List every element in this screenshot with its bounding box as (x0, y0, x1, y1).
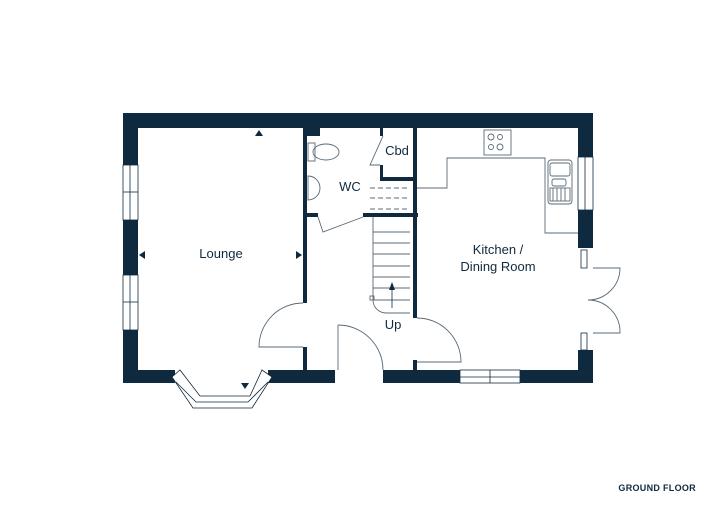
bay-window (171, 369, 273, 409)
dimension-arrow-left (139, 251, 145, 259)
toilet-bowl (312, 143, 340, 161)
wall-hall-kitchen (413, 128, 417, 318)
room-label-kitchen-2: Dining Room (460, 259, 536, 274)
dimension-arrow-right (296, 251, 302, 259)
stairs-up-label: Up (384, 317, 402, 332)
wall-stair-top (363, 213, 418, 217)
stairs-up-arrow (389, 282, 395, 290)
wall-wc-bottom (303, 213, 318, 217)
wall-bottom-kitchen (520, 370, 593, 383)
wall-cbd-bottom (380, 177, 416, 181)
window-lounge-1 (122, 164, 139, 221)
wall-left (123, 113, 138, 383)
room-label-lounge: Lounge (199, 246, 243, 261)
wall-hall-kitchen-jamb (413, 360, 417, 370)
wall-bottom-lounge-right (268, 370, 335, 383)
wall-bottom-hall (383, 370, 461, 383)
wall-top (123, 113, 593, 128)
stair-landing (370, 187, 410, 210)
kitchen-worktop (417, 157, 578, 234)
door-cbd (369, 135, 384, 166)
window-lounge-2 (122, 274, 139, 331)
arrows (139, 130, 395, 389)
door-kitchen (416, 317, 462, 363)
wall-wc-block (303, 128, 320, 136)
wall-lounge-hall-lower (303, 347, 307, 370)
hob (483, 129, 512, 156)
door-jamb-2 (580, 332, 588, 351)
room-label-wc: WC (339, 179, 361, 194)
toilet-cistern (307, 142, 316, 162)
floor-label: GROUND FLOOR (618, 483, 696, 493)
window-kitchen-side (577, 156, 594, 211)
wall-cbd-top (380, 128, 383, 136)
door-wc (317, 216, 364, 233)
room-label-cbd: Cbd (385, 143, 409, 158)
door-jamb-1 (580, 249, 588, 269)
room-label-kitchen-1: Kitchen / (472, 242, 524, 257)
wall-cbd-side (380, 165, 383, 180)
sink (547, 159, 573, 205)
door-lounge (258, 302, 304, 348)
dimension-arrow-bottom (241, 383, 249, 389)
staircase (369, 217, 410, 314)
windows (122, 156, 594, 409)
wall-right-lower (578, 350, 593, 383)
wall-bottom-lounge-left (123, 370, 175, 383)
basin (307, 175, 321, 201)
front-door (337, 324, 384, 371)
dimension-arrow-top (255, 130, 263, 136)
fixtures (258, 129, 621, 371)
french-doors (587, 267, 621, 334)
